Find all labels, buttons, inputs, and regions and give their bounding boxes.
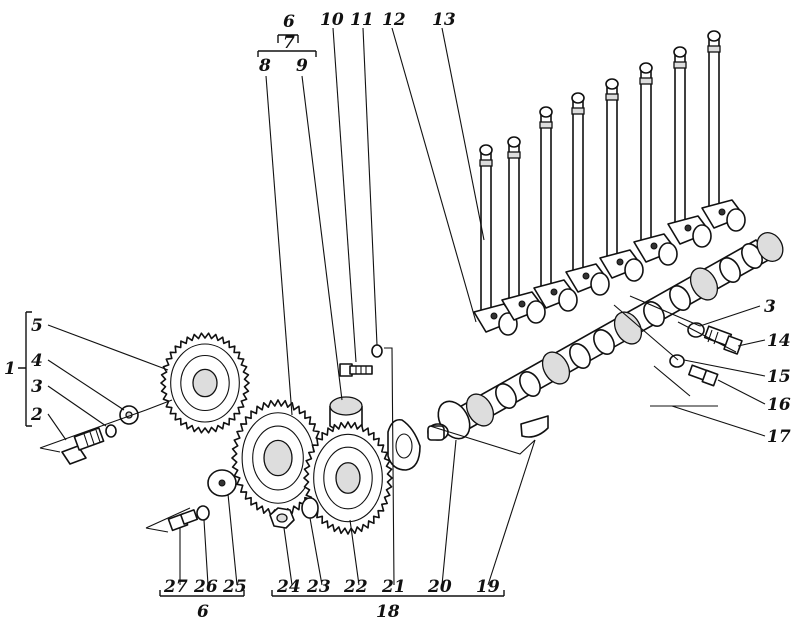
- label-12: 12: [382, 10, 406, 30]
- washer-23: [301, 497, 319, 519]
- washer-3: [105, 424, 117, 438]
- leader-lines: [18, 27, 766, 597]
- washer-11: [371, 344, 383, 358]
- label-3: 3: [31, 377, 43, 397]
- label-6-bottom: 6: [197, 602, 209, 622]
- label-26: 26: [193, 577, 218, 597]
- camshaft-gear-22: [303, 421, 393, 535]
- bolt-14: [703, 325, 743, 355]
- bolt-27: [167, 509, 199, 532]
- label-9: 9: [296, 56, 308, 76]
- label-25: 25: [222, 577, 247, 597]
- label-7: 7: [283, 33, 295, 53]
- label-22: 22: [343, 577, 368, 597]
- label-14: 14: [767, 331, 791, 351]
- label-15: 15: [767, 367, 791, 387]
- label-8: 8: [258, 56, 271, 76]
- washer-26: [196, 505, 210, 521]
- label-10: 10: [320, 10, 344, 30]
- label-1: 1: [4, 359, 16, 379]
- washer-15: [669, 354, 685, 368]
- label-20: 20: [427, 577, 452, 597]
- woodruff-key: [520, 415, 549, 438]
- pushrod-assembly: [473, 30, 746, 336]
- label-6-top: 6: [283, 12, 295, 32]
- label-23: 23: [306, 577, 331, 597]
- label-11: 11: [350, 10, 374, 30]
- bolt-16: [688, 364, 719, 387]
- label-13: 13: [432, 10, 456, 30]
- label-21: 21: [381, 577, 406, 597]
- bolt-10: [339, 363, 373, 377]
- label-4: 4: [31, 351, 43, 371]
- thrust-flange: [387, 418, 421, 471]
- gear-5: [160, 332, 250, 434]
- label-16: 16: [767, 395, 791, 415]
- label-19: 19: [476, 577, 500, 597]
- label-5: 5: [31, 316, 43, 336]
- callout-labels: 1 5 4 3 2 6 7 8 9 10 11 12 13 3 14 15 16…: [4, 10, 791, 622]
- label-18: 18: [376, 602, 400, 622]
- plate-25: [207, 469, 237, 497]
- camshaft: [427, 232, 784, 441]
- label-27: 27: [163, 577, 188, 597]
- bolt-2: [61, 427, 105, 465]
- label-2: 2: [30, 405, 43, 425]
- nut-24: [269, 507, 295, 529]
- label-3-right: 3: [764, 297, 776, 317]
- label-17: 17: [767, 427, 791, 447]
- label-24: 24: [276, 577, 301, 597]
